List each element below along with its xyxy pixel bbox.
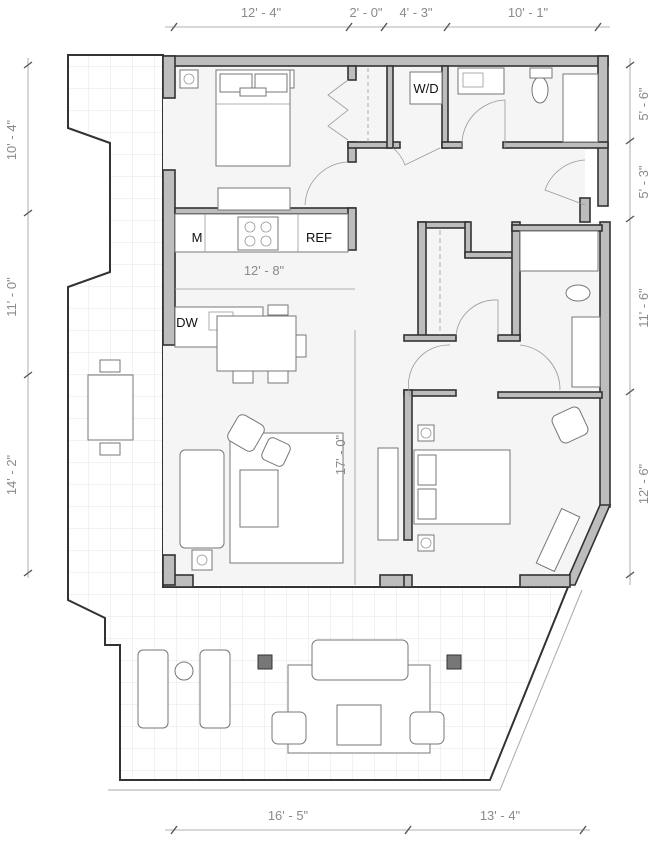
kitchen-counter [174, 213, 349, 253]
refrigerator-label: REF [306, 230, 332, 245]
dim-left-2: 11' - 0" [4, 277, 19, 317]
dim-right-4: 12' - 6" [636, 463, 651, 504]
washer-dryer-label: W/D [413, 81, 438, 96]
dim-top-1: 12' - 4" [241, 5, 282, 20]
coffee-table [239, 469, 279, 528]
dim-bottom-2: 13' - 4" [480, 808, 521, 823]
dim-right-1: 5' - 6" [636, 87, 651, 120]
terrace-table [87, 374, 134, 441]
dim-top-4: 10' - 1" [508, 5, 549, 20]
toilet [565, 284, 591, 302]
kitchen-width-dimension: 12' - 8" [244, 263, 285, 278]
terrace [67, 54, 570, 781]
dim-right-3: 11' - 6" [636, 288, 651, 328]
shower [519, 230, 599, 272]
vanity [457, 67, 505, 95]
outdoor-sofa [311, 639, 409, 681]
living-depth-dimension: 17' - 0" [333, 434, 348, 475]
lounge-chair [137, 649, 169, 729]
dishwasher-label: DW [176, 315, 198, 330]
lounge-chair [199, 649, 231, 729]
outdoor-table [336, 704, 382, 746]
terrace-edge [108, 589, 583, 791]
side-chair [261, 437, 291, 467]
washer-dryer [409, 71, 443, 105]
dim-top-3: 4' - 3" [399, 5, 432, 20]
dim-right-2: 5' - 3" [636, 165, 651, 198]
dim-bottom-1: 16' - 5" [268, 808, 309, 823]
microwave-label: M [192, 230, 203, 245]
sofa [179, 449, 225, 549]
nightstand [179, 69, 199, 89]
bench [535, 507, 581, 573]
dim-left-1: 10' - 4" [4, 119, 19, 160]
interior-walls [174, 65, 609, 588]
dim-left-3: 14' - 2" [4, 454, 19, 495]
bathtub [562, 73, 599, 143]
dimension-lines [23, 22, 635, 835]
dim-top-2: 2' - 0" [349, 5, 382, 20]
tv-console [377, 447, 399, 541]
dining-table [216, 315, 297, 372]
dresser [217, 187, 291, 211]
armchair [551, 406, 589, 444]
double-vanity [571, 316, 601, 388]
armchair [227, 414, 265, 452]
stove [237, 216, 279, 251]
toilet [531, 76, 549, 104]
